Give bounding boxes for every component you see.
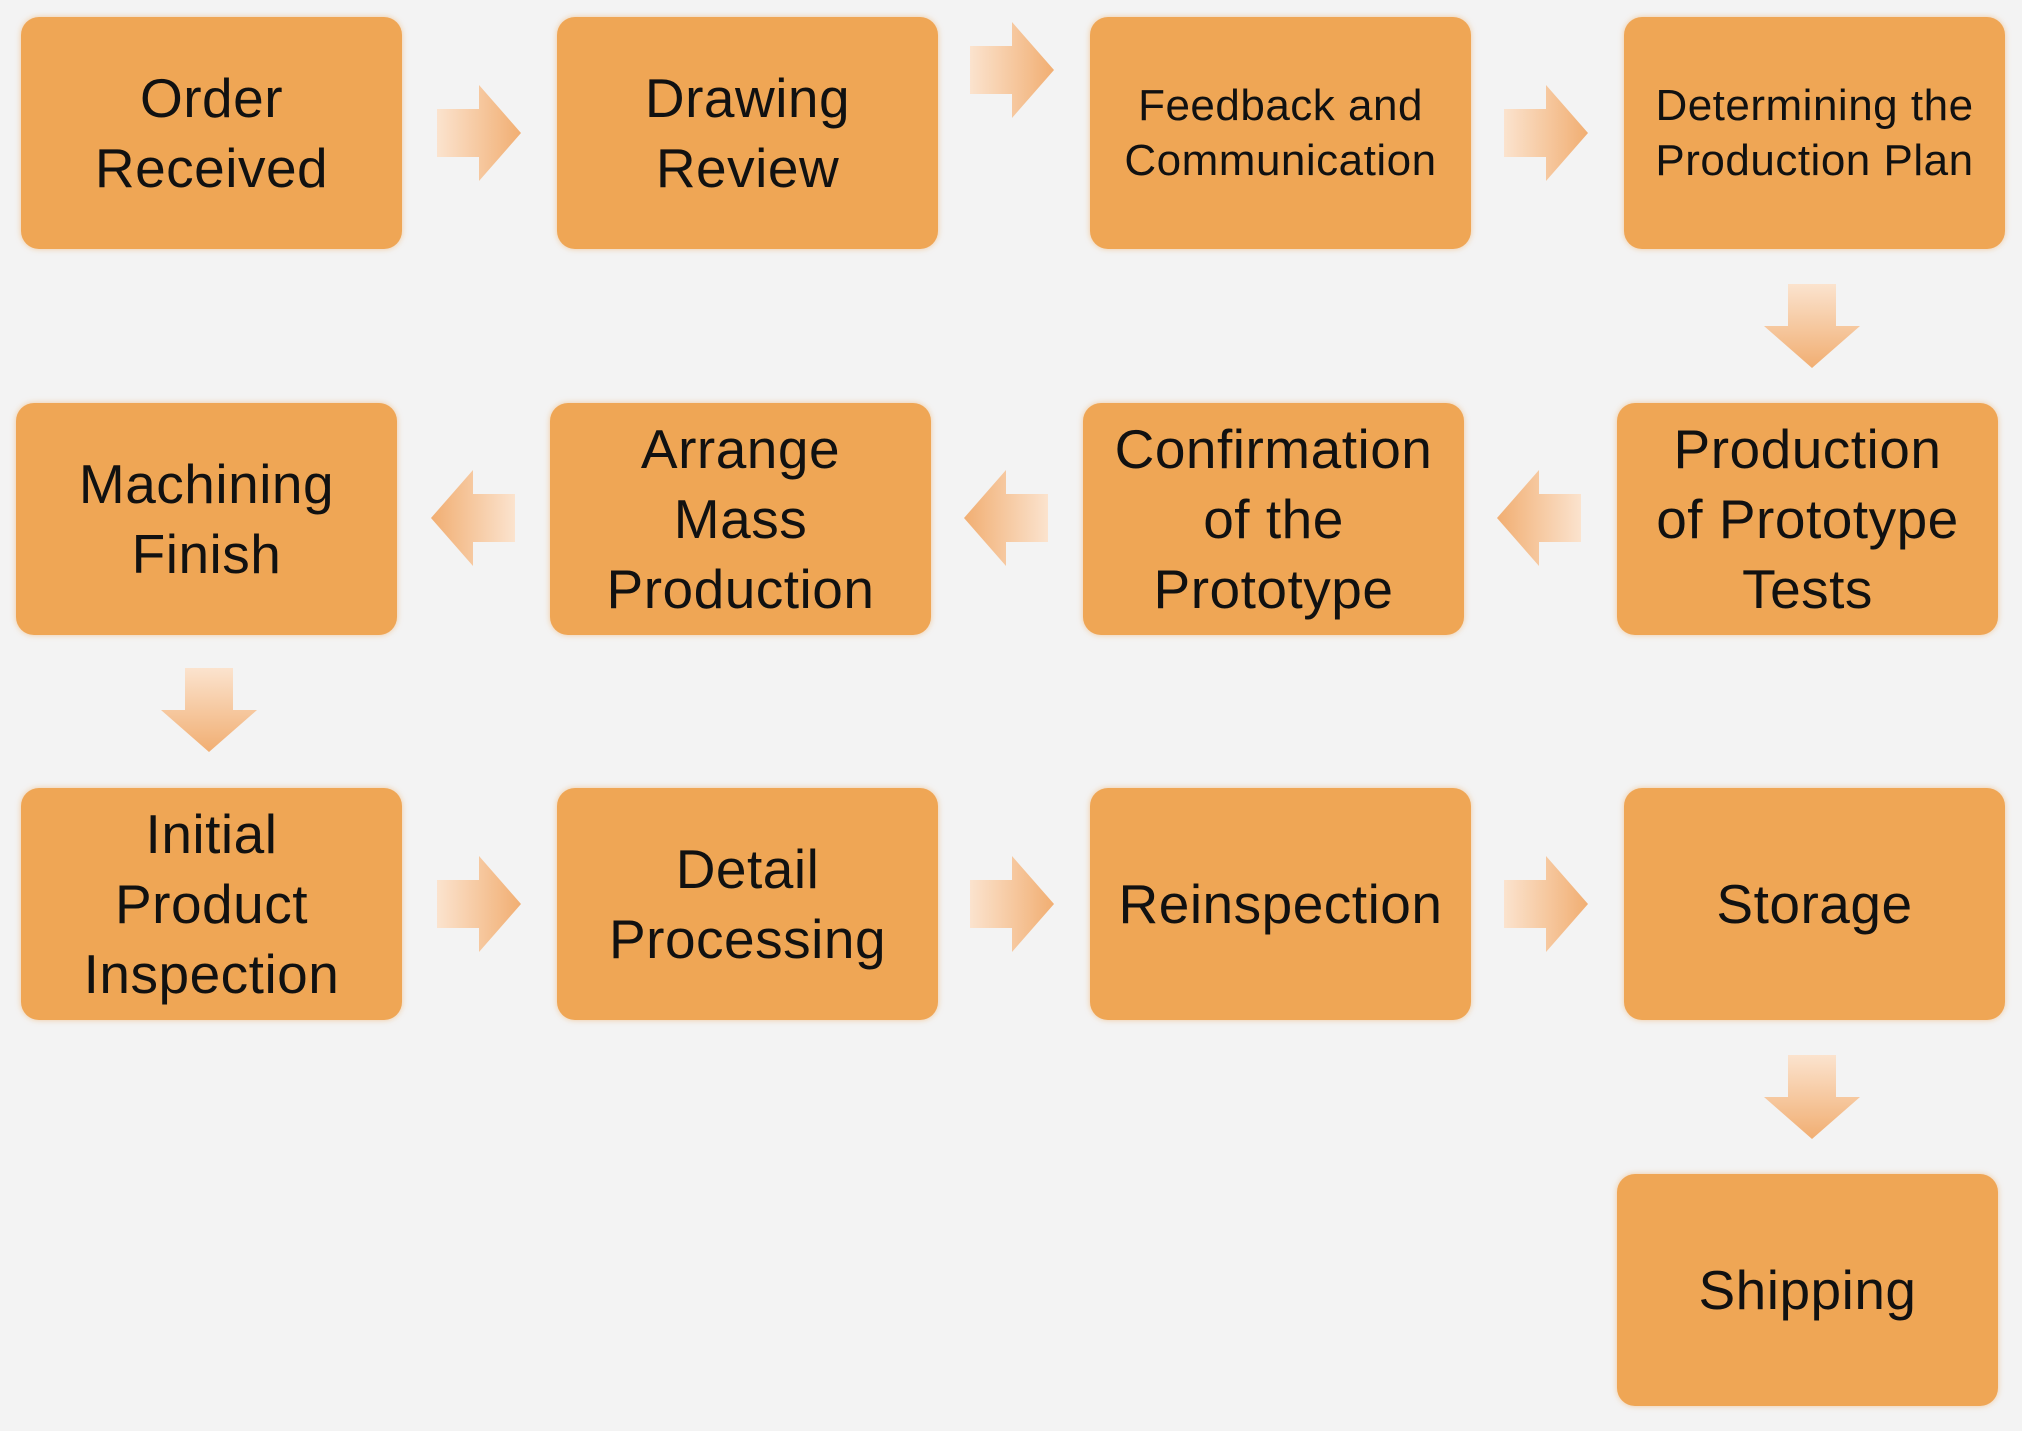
arrow-right-icon — [970, 856, 1054, 952]
step-drawing-review: Drawing Review — [557, 17, 938, 249]
arrow-left-icon — [964, 470, 1048, 566]
arrow-left-icon — [1497, 470, 1581, 566]
step-label: Order Received — [94, 67, 329, 199]
arrow-right-icon — [1504, 856, 1588, 952]
arrow-down-icon — [161, 668, 257, 752]
step-label: Determining the Production Plan — [1655, 81, 1974, 185]
step-label: Confirmation of the Prototype — [1114, 418, 1433, 620]
step-machining-finish: Machining Finish — [16, 403, 397, 635]
step-label: Feedback and Communication — [1124, 81, 1437, 185]
step-order-received: Order Received — [21, 17, 402, 249]
step-label: Detail Processing — [608, 838, 887, 970]
step-mass-production: Arrange Mass Production — [550, 403, 931, 635]
step-label: Reinspection — [1118, 873, 1443, 935]
step-feedback-communication: Feedback and Communication — [1090, 17, 1471, 249]
step-confirm-prototype: Confirmation of the Prototype — [1083, 403, 1464, 635]
step-label: Storage — [1716, 873, 1913, 935]
step-label: Shipping — [1698, 1259, 1917, 1321]
step-shipping: Shipping — [1617, 1174, 1998, 1406]
step-storage: Storage — [1624, 788, 2005, 1020]
arrow-down-icon — [1764, 284, 1860, 368]
step-initial-inspection: Initial Product Inspection — [21, 788, 402, 1020]
arrow-right-icon — [1504, 85, 1588, 181]
arrow-left-icon — [431, 470, 515, 566]
step-label: Machining Finish — [78, 453, 335, 585]
arrow-right-icon — [437, 856, 521, 952]
arrow-right-icon — [437, 85, 521, 181]
step-prototype-tests: Production of Prototype Tests — [1617, 403, 1998, 635]
step-production-plan: Determining the Production Plan — [1624, 17, 2005, 249]
step-label: Production of Prototype Tests — [1656, 418, 1959, 620]
step-label: Initial Product Inspection — [83, 803, 340, 1005]
arrow-right-icon — [970, 22, 1054, 118]
step-label: Arrange Mass Production — [606, 418, 875, 620]
step-reinspection: Reinspection — [1090, 788, 1471, 1020]
arrow-down-icon — [1764, 1055, 1860, 1139]
step-detail-processing: Detail Processing — [557, 788, 938, 1020]
step-label: Drawing Review — [644, 67, 851, 199]
